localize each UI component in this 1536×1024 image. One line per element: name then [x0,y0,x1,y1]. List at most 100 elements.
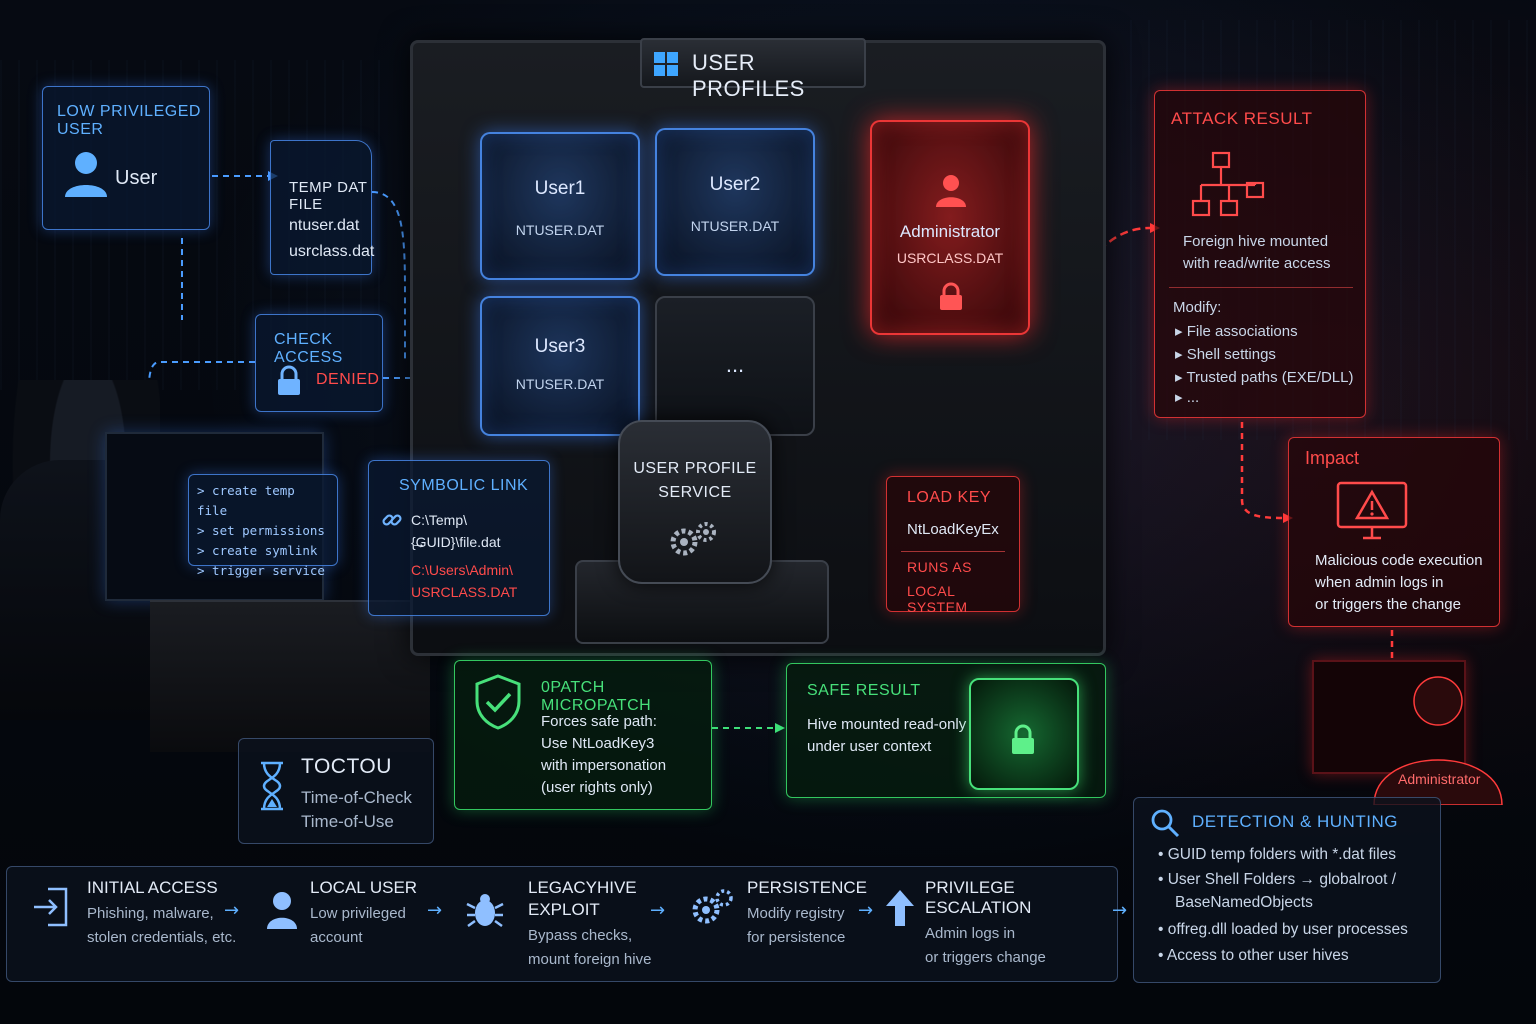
terminal-line: > create symlink [197,543,318,558]
user-profile-service: USER PROFILE SERVICE [618,420,772,584]
panel-title: SAFE RESULT [807,682,921,699]
service-label: SERVICE [658,484,732,501]
profile-cell-user1[interactable]: User1 NTUSER.DAT [480,132,640,280]
item-text: Access to other user hives [1166,947,1349,964]
list-item: ▸ Trusted paths (EXE/DLL) [1175,369,1354,386]
runs-as: RUNS AS [907,559,972,575]
attack-result-panel: ATTACK RESULT Foreign hive mounted with … [1154,90,1366,418]
step-desc: stolen credentials, etc. [87,929,237,946]
list-item: ▸ ... [1175,389,1200,406]
chain-arrow: → [858,900,874,921]
load-key-panel: LOAD KEY NtLoadKeyEx RUNS AS LOCAL SYSTE… [886,476,1020,615]
shield-check-icon [475,674,521,730]
service-label: USER PROFILE [633,460,757,477]
low-privileged-user-panel: LOW PRIVILEGED USER User [42,86,210,230]
admin-label: Administrator [1398,771,1481,787]
cell-file: NTUSER.DAT [515,222,605,238]
cell-name: User3 [534,336,586,357]
cabinet-header: USER PROFILES [640,38,866,101]
step-title: PERSISTENCE [747,878,867,897]
item-text: ... [1186,389,1200,406]
impact-panel: Impact Malicious code execution when adm… [1288,437,1500,627]
sign-in-icon [34,887,68,927]
lock-icon [940,282,962,310]
step-desc: Admin logs in [925,925,1016,942]
step-desc: Low privileged [310,905,406,922]
attack-desc: with read/write access [1183,255,1331,272]
user-icon [267,892,297,929]
list-item: • offreg.dll loaded by user processes [1158,921,1408,938]
windows-logo-icon [654,52,678,76]
panel-title: SYMBOLIC LINK [399,477,529,494]
panel-title: 0PATCH MICROPATCH [541,679,652,714]
file-name: ntuser.dat [289,217,360,234]
micropatch-panel: 0PATCH MICROPATCH Forces safe path: Use … [454,660,712,810]
step-title: LOCAL USER [310,878,418,897]
item-text: Trusted paths (EXE/DLL) [1186,369,1354,386]
patch-line: (user rights only) [541,779,653,796]
step-title: EXPLOIT [528,900,600,919]
user-icon [65,152,107,197]
panel-title: TEMP DAT FILE [289,179,368,213]
symlink-target: USRCLASS.DAT [411,584,518,600]
list-item: ▸ Shell settings [1175,346,1276,363]
chain-arrow: → [650,900,666,921]
admin-silhouette [1373,676,1503,806]
item-text: File associations [1186,323,1298,340]
panel-title: DETECTION & HUNTING [1192,812,1398,831]
item-text: Shell settings [1186,346,1276,363]
gear-icon [692,889,733,924]
step-title: INITIAL ACCESS [87,878,218,897]
chain-arrow: → [1112,900,1128,921]
step-desc: or triggers change [925,949,1046,966]
cell-name: User1 [534,178,586,199]
list-item: ▸ File associations [1175,323,1298,340]
terminal-line: > set permissions [197,523,325,538]
toctou-line: Time-of-Use [301,812,394,831]
desk [150,600,430,752]
api-name: NtLoadKeyEx [907,521,999,538]
toctou-panel: TOCTOU Time-of-Check Time-of-Use [238,738,434,844]
attack-desc: Foreign hive mounted [1183,233,1329,250]
gears-icon [670,522,716,556]
symlink-source: C:\Temp\{GUID}\file.dat [411,512,501,550]
panel-title: CHECK ACCESS [274,331,343,366]
item-text: BaseNamedObjects [1175,894,1313,911]
symbolic-link-panel: SYMBOLIC LINK C:\Temp\{GUID}\file.dat → … [368,460,550,616]
lock-icon [278,365,300,395]
runs-as: LOCAL SYSTEM [907,583,968,615]
safe-line: Hive mounted read-only [807,716,967,733]
panel-title: LOW PRIVILEGED USER [57,103,201,138]
up-arrow-icon [886,890,914,926]
profile-cell-administrator[interactable]: Administrator USRCLASS.DAT [870,120,1030,335]
safe-line: under user context [807,738,932,755]
divider [901,551,1005,552]
toctou-line: Time-of-Check [301,788,412,807]
modify-label: Modify: [1173,299,1222,316]
item-text: offreg.dll loaded by user processes [1167,921,1408,938]
profile-cell-more[interactable]: ... [655,296,815,436]
cell-file: USRCLASS.DAT [896,250,1004,266]
panel-title: TOCTOU [301,755,392,778]
impact-line: when admin logs in [1315,574,1444,591]
profile-cell-user3[interactable]: User3 NTUSER.DAT [480,296,640,436]
safe-result-panel: SAFE RESULT Hive mounted read-only under… [786,663,1106,798]
temp-dat-file-panel: TEMP DAT FILE ntuser.dat usrclass.dat [270,140,374,275]
impact-line: or triggers the change [1315,596,1461,613]
step-desc: Bypass checks, [528,927,633,944]
step-desc: Phishing, malware, [87,905,214,922]
detection-hunting-panel: DETECTION & HUNTING • GUID temp folders … [1133,797,1441,983]
safe-hive-cube [969,678,1079,790]
profile-cell-user2[interactable]: User2 NTUSER.DAT [655,128,815,276]
panel-title: ATTACK RESULT [1171,109,1313,128]
terminal-line: > trigger service [197,563,325,578]
search-icon [1151,809,1180,838]
user-label: User [115,167,158,189]
admin-user-icon [936,175,966,207]
list-item: • GUID temp folders with *.dat files [1158,846,1397,863]
symlink-arrow: → [411,535,426,552]
patch-line: Use NtLoadKey3 [541,735,655,752]
divider [1169,287,1353,288]
item-text: User Shell Folders → globalroot / [1167,871,1397,888]
step-desc: Modify registry [747,905,845,922]
